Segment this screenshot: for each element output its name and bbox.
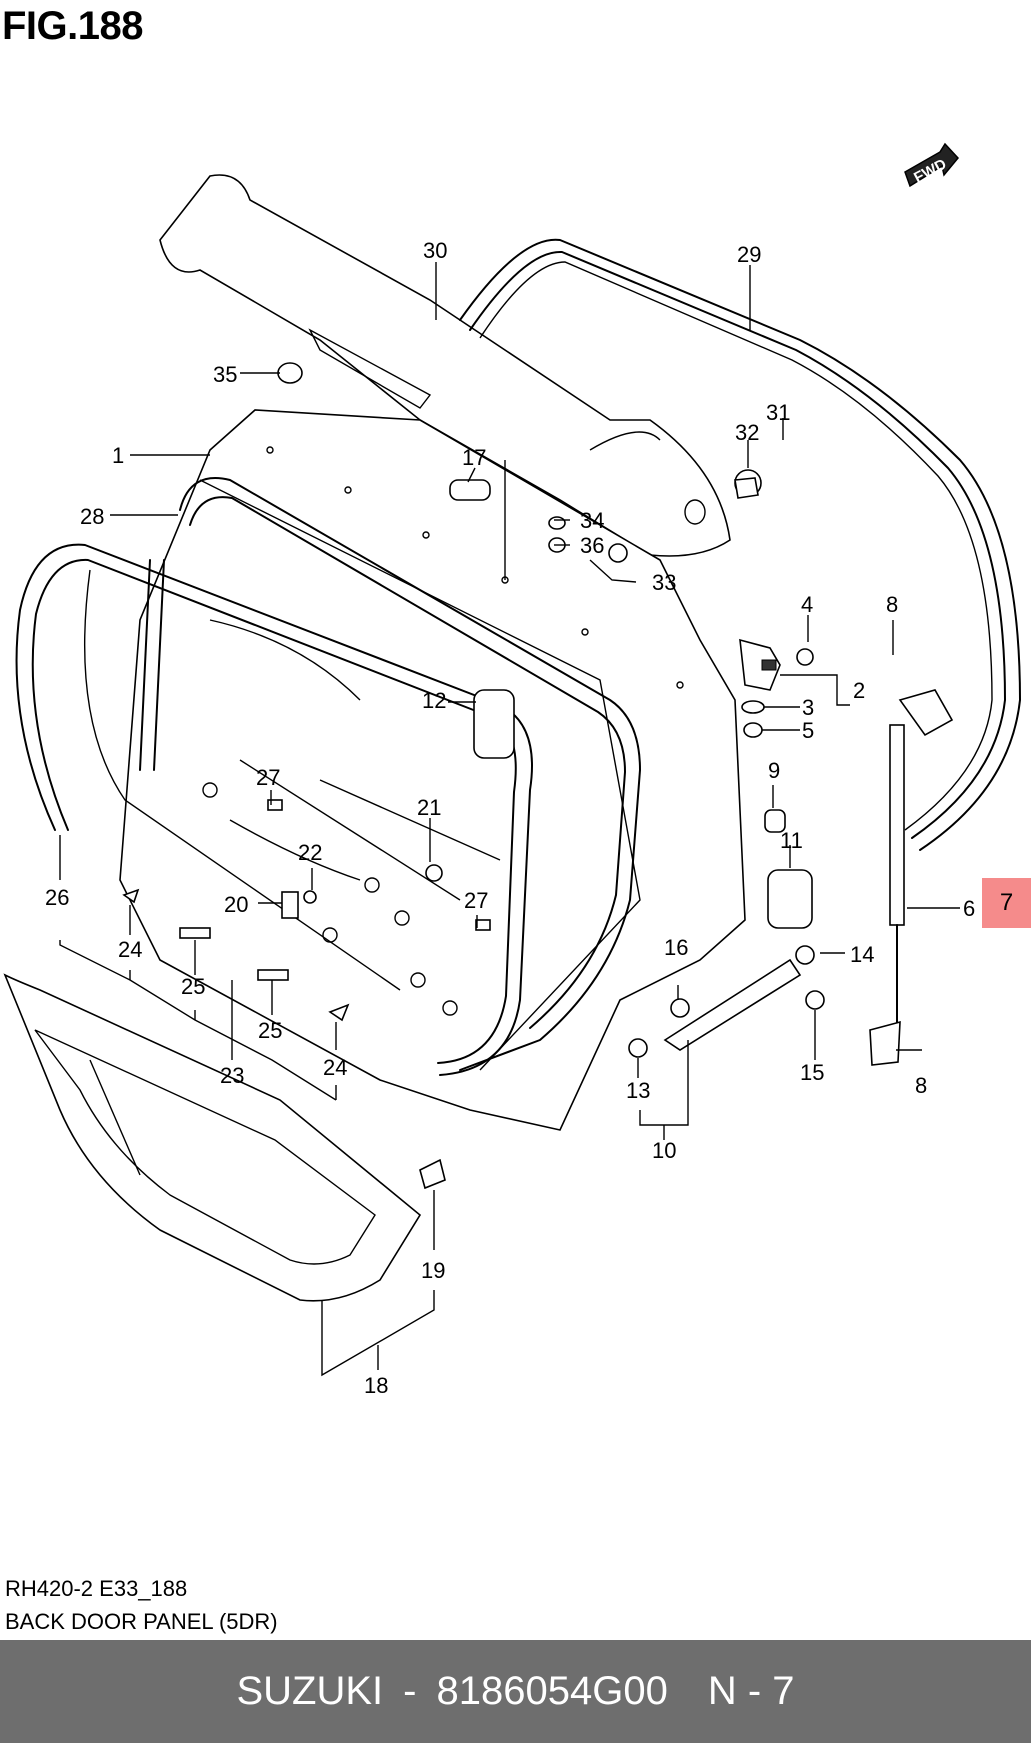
- callout-28: 28: [80, 504, 104, 529]
- callout-31: 31: [766, 400, 790, 425]
- callout-27-left: 27: [256, 765, 280, 790]
- callout-8-bottom: 8: [915, 1073, 927, 1098]
- parts-diagram: FWD: [3, 142, 1021, 1398]
- callout-5: 5: [802, 718, 814, 743]
- callout-11: 11: [780, 828, 803, 853]
- callout-2: 2: [853, 678, 865, 703]
- callout-21: 21: [417, 795, 441, 820]
- footer-brand: SUZUKI: [236, 1669, 384, 1713]
- callout-33: 33: [652, 570, 676, 595]
- inner-seal-part: [139, 477, 641, 1071]
- footer-separator: -: [403, 1669, 417, 1713]
- callout-27-right: 27: [464, 888, 488, 913]
- figure-name: BACK DOOR PANEL (5DR): [5, 1609, 278, 1634]
- leader-lines: [59, 262, 960, 1377]
- figure-title: FIG.188: [2, 4, 144, 48]
- weatherstrip-part: [459, 238, 1021, 851]
- callout-4: 4: [801, 592, 813, 617]
- callout-24-right: 24: [323, 1055, 347, 1080]
- callout-1: 1: [112, 443, 124, 468]
- gas-strut-part: [869, 689, 954, 1066]
- callout-23: 23: [220, 1063, 244, 1088]
- callout-25-right: 25: [258, 1018, 282, 1043]
- callout-29: 29: [737, 242, 761, 267]
- callout-15: 15: [800, 1060, 824, 1085]
- callout-9: 9: [768, 758, 780, 783]
- footer-page: N - 7: [707, 1669, 795, 1713]
- callout-18: 18: [364, 1373, 388, 1398]
- callout-3: 3: [802, 695, 814, 720]
- fwd-arrow-icon: FWD: [904, 142, 959, 188]
- callout-30: 30: [423, 238, 447, 263]
- callout-19: 19: [421, 1258, 445, 1283]
- callout-17: 17: [462, 445, 486, 470]
- highlighted-part-7[interactable]: 7: [982, 878, 1031, 928]
- callout-6: 6: [963, 896, 975, 921]
- callout-8-top: 8: [886, 592, 898, 617]
- callout-26: 26: [45, 885, 69, 910]
- callout-36: 36: [580, 533, 604, 558]
- figure-code: RH420-2 E33_188: [5, 1576, 188, 1601]
- callout-25-left: 25: [181, 974, 205, 999]
- spoiler-part: [159, 174, 731, 557]
- callout-20: 20: [224, 892, 248, 917]
- hinge-part: [739, 638, 814, 738]
- callout-14: 14: [850, 942, 874, 967]
- callout-labels: 1 28 35 30 29 17 34 36 33 32 31 4 2 3 5 …: [45, 238, 992, 1398]
- back-door-panel-part: [119, 409, 746, 1131]
- footer-part-number: 8186054G00: [436, 1669, 668, 1713]
- glass-seal-part: [15, 543, 533, 1076]
- callout-12: 12: [422, 688, 446, 713]
- callout-16: 16: [664, 935, 688, 960]
- footer-bar: SUZUKI-8186054G00 N - 7: [0, 1640, 1031, 1743]
- callout-13: 13: [626, 1078, 650, 1103]
- callout-22: 22: [298, 840, 322, 865]
- callout-24-left: 24: [118, 937, 142, 962]
- lower-garnish-part: [3, 973, 422, 1302]
- callout-10: 10: [652, 1138, 676, 1163]
- callout-32: 32: [735, 420, 759, 445]
- callout-35: 35: [213, 362, 237, 387]
- callout-34: 34: [580, 508, 604, 533]
